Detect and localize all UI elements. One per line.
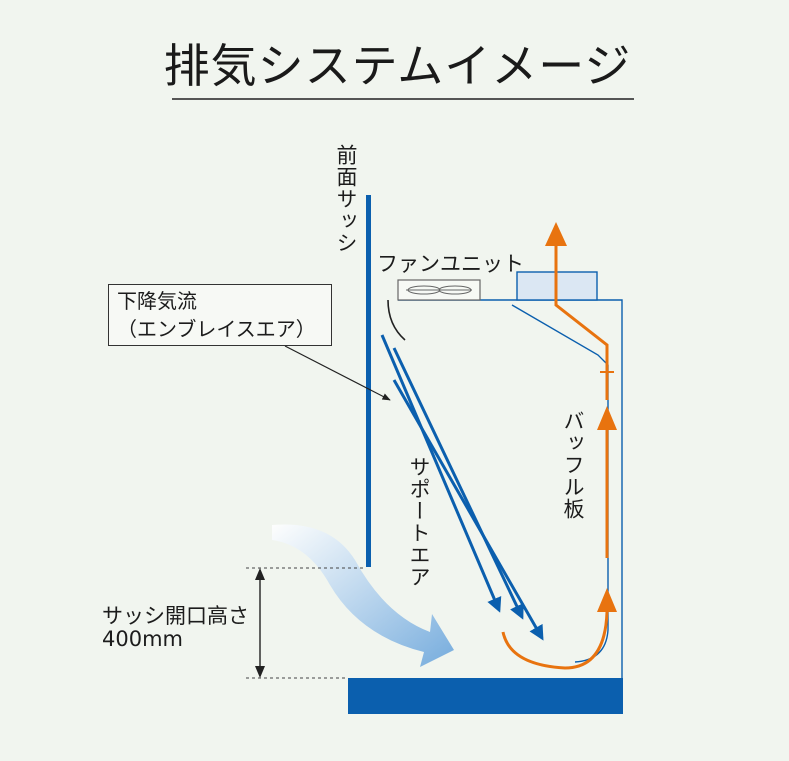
sash-opening-value: 400mm — [102, 627, 183, 651]
nozzle-curve — [387, 299, 406, 341]
support-air-arrow-1 — [380, 334, 502, 613]
fan-unit-label: ファンユニット — [377, 252, 524, 276]
support-air-arrow-2 — [392, 347, 524, 620]
baffle-label: バッフル板 — [561, 410, 585, 520]
work-surface — [348, 678, 623, 714]
exhaust-flow — [501, 222, 617, 670]
support-air-arrow-3 — [392, 379, 544, 641]
downflow-label: 下降気流 — [117, 289, 197, 313]
exhaust-flow-outlet — [554, 245, 609, 400]
exhaust-flow-arrowhead-top — [545, 222, 567, 246]
exhaust-flow-arrowhead-middle — [597, 406, 617, 430]
support-air-arrows — [380, 334, 544, 641]
exhaust-flow-bottom-curve — [501, 611, 609, 670]
sash-opening-dimension — [246, 567, 366, 679]
downflow-sublabel: （エンブレイスエア） — [117, 317, 316, 341]
diagram-title: 排気システムイメージ — [163, 39, 632, 93]
front-sash-label: 前面サッシ — [334, 144, 358, 254]
support-air-label: サポートエア — [407, 456, 431, 588]
fan-unit-icon — [397, 279, 481, 301]
inflow-air-arrow — [272, 524, 454, 667]
title-underline — [172, 98, 634, 100]
sash-opening-label: サッシ開口高さ — [102, 604, 249, 628]
downflow-callout: 下降気流 （エンブレイスエア） — [108, 284, 332, 346]
front-sash-panel — [366, 195, 371, 567]
callout-leader — [284, 345, 391, 401]
exhaust-flow-arrowhead-lower — [597, 588, 617, 612]
